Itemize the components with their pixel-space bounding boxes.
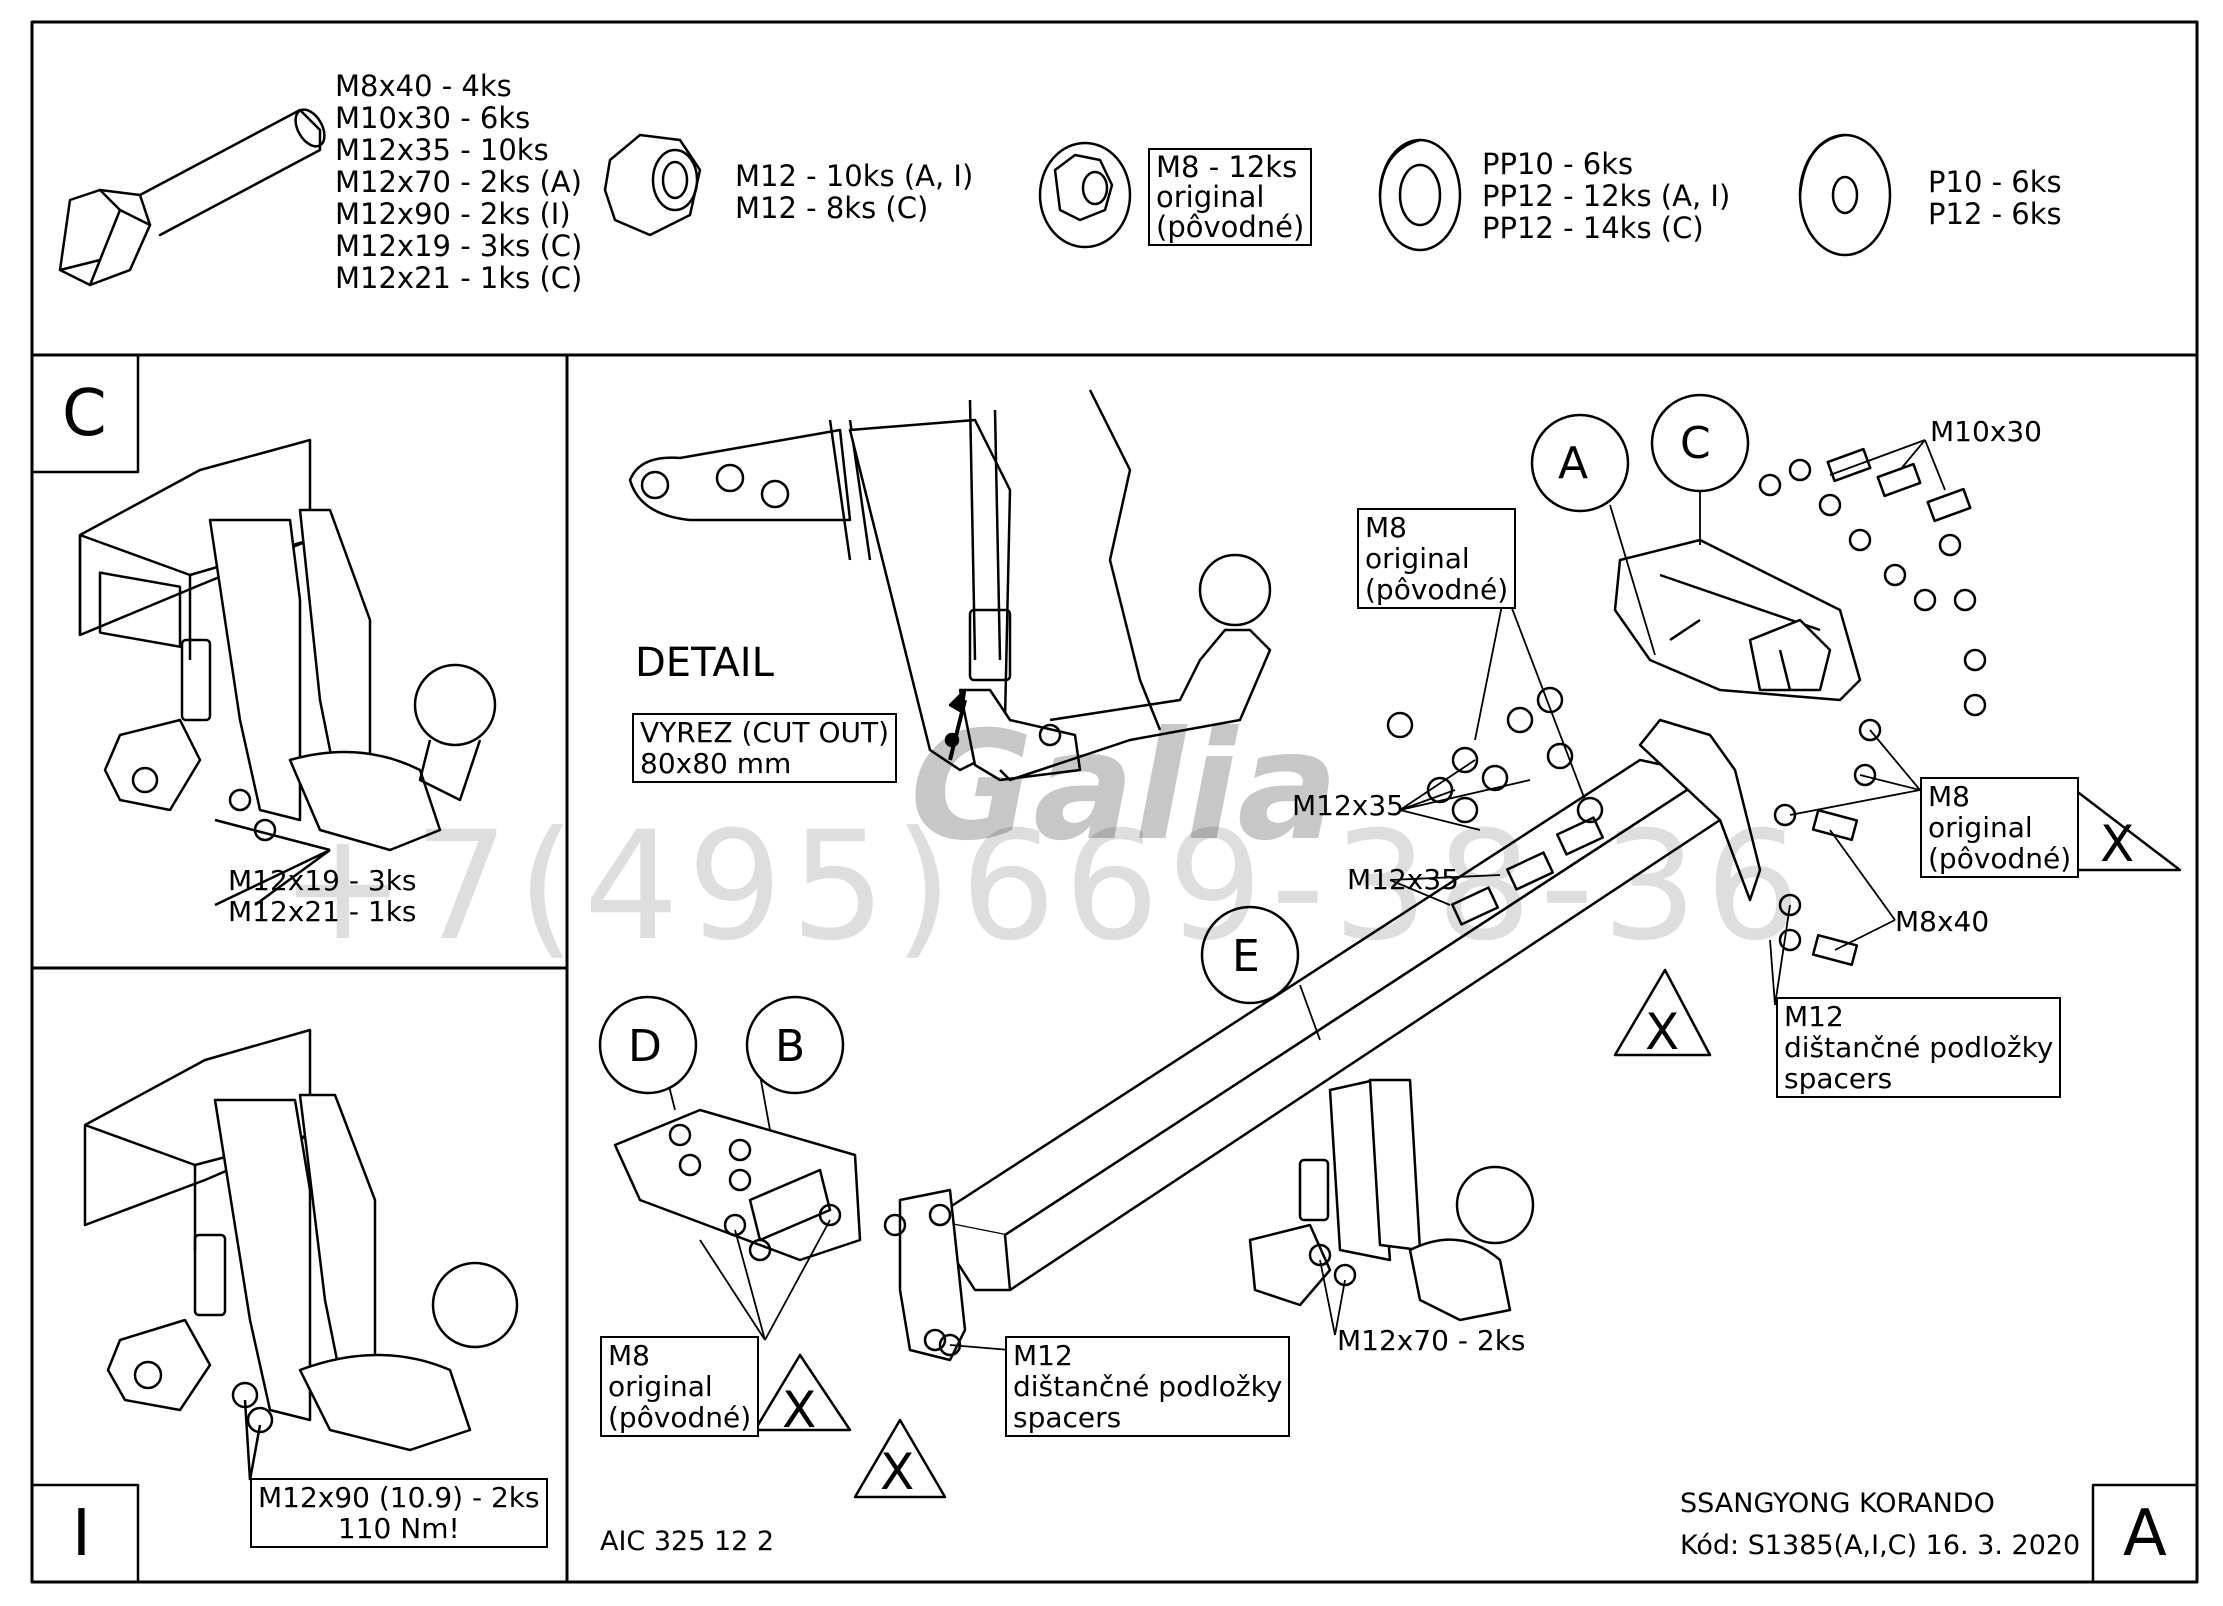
triangle-x-mid xyxy=(1613,968,1712,1057)
callout-c-letter: C xyxy=(1680,418,1711,469)
m8-line: original xyxy=(1365,542,1470,575)
spring-washer-line: PP12 - 14ks (C) xyxy=(1482,211,1704,245)
m8-line: original xyxy=(1928,811,2033,844)
callout-d-letter: D xyxy=(628,1021,662,1072)
spacer-line: spacers xyxy=(1784,1062,1893,1095)
nut-line: M12 - 10ks (A, I) xyxy=(735,159,974,193)
bolt-line: M10x30 - 6ks xyxy=(335,101,531,135)
callout-b-letter: B xyxy=(775,1021,806,1072)
panel-i-drawing xyxy=(83,1028,519,1481)
cutout-box: VYREZ (CUT OUT) 80x80 mm xyxy=(632,713,898,783)
nuts-list: M12 - 10ks (A, I) M12 - 8ks (C) xyxy=(735,160,973,224)
m12x35-label-1: M12x35 xyxy=(1292,789,1404,822)
watermark-phone: +7(495)669-38-36 xyxy=(280,800,1809,974)
x-mark-right: X xyxy=(2100,815,2135,873)
bolt-line: M12x19 - 3ks (C) xyxy=(335,229,583,263)
m12-spacers-left-box: M12 dištančné podložky spacers xyxy=(1005,1336,1291,1437)
m12-spacers-right-box: M12 dištančné podložky spacers xyxy=(1776,997,2062,1098)
drawing-code: Kód: S1385(A,I,C) 16. 3. 2020 xyxy=(1680,1530,2081,1561)
panel-c-label: M12x19 - 3ks xyxy=(228,864,417,897)
bolt-line: M12x35 - 10ks xyxy=(335,133,549,167)
callout-circle-d xyxy=(598,995,698,1095)
callout-circle-b xyxy=(745,995,845,1095)
m8-line: (pôvodné) xyxy=(1365,573,1509,606)
panel-a-letter: A xyxy=(2123,1497,2167,1571)
m12x35-label-2: M12x35 xyxy=(1347,863,1459,896)
triangle-x-left-low xyxy=(753,1353,852,1432)
spring-washer-line: PP10 - 6ks xyxy=(1482,147,1634,181)
hex-bolt-icon xyxy=(58,108,326,287)
bolt-line: M12x21 - 1ks (C) xyxy=(335,261,583,295)
triangle-x-bottom xyxy=(853,1418,947,1499)
m8-line: (pôvodné) xyxy=(608,1401,752,1434)
x-mark-bottom: X xyxy=(880,1443,915,1501)
m8-original-top-box: M8 original (pôvodné) xyxy=(1357,508,1517,609)
flat-washer-line: P10 - 6ks xyxy=(1928,165,2062,199)
cutout-line: VYREZ (CUT OUT) xyxy=(640,716,890,749)
flange-nut-line: (pôvodné) xyxy=(1156,210,1305,244)
watermark-logo: Galia xyxy=(910,700,1339,874)
spring-washer-icon xyxy=(1378,138,1462,252)
callout-a-letter: A xyxy=(1558,438,1589,489)
panel-i-labels-box: M12x90 (10.9) - 2ks 110 Nm! xyxy=(250,1478,548,1548)
leader-lines xyxy=(659,439,1946,1351)
spring-washers-list: PP10 - 6ks PP12 - 12ks (A, I) PP12 - 14k… xyxy=(1482,148,1730,244)
m8-line: M8 xyxy=(1928,780,1970,813)
callout-e-letter: E xyxy=(1232,931,1260,982)
bolt-line: M8x40 - 4ks xyxy=(335,69,512,103)
callout-circle-a xyxy=(1530,413,1630,513)
m8-line: (pôvodné) xyxy=(1928,842,2072,875)
nut-line: M12 - 8ks (C) xyxy=(735,191,929,225)
main-assembly-drawing xyxy=(598,393,2182,1499)
flange-nut-line: M8 - 12ks xyxy=(1156,150,1298,184)
drawing-number: AIC 325 12 2 xyxy=(600,1526,775,1557)
callout-circle-e xyxy=(1200,905,1300,1005)
panel-a-letter-box xyxy=(2091,1483,2199,1584)
bolt-line: M12x90 - 2ks (I) xyxy=(335,197,571,231)
spacer-line: spacers xyxy=(1013,1401,1122,1434)
spacer-line: dištančné podložky xyxy=(1784,1031,2054,1064)
m8-line: original xyxy=(608,1370,713,1403)
m10x30-label: M10x30 xyxy=(1930,415,2042,448)
flat-washers-list: P10 - 6ks P12 - 6ks xyxy=(1928,166,2062,230)
bolts-list: M8x40 - 4ks M10x30 - 6ks M12x35 - 10ks M… xyxy=(335,70,582,294)
spring-washer-line: PP12 - 12ks (A, I) xyxy=(1482,179,1731,213)
bolt-set-icon xyxy=(668,447,1987,1357)
panel-i-label: M12x90 (10.9) - 2ks xyxy=(258,1481,540,1514)
m8x40-label: M8x40 xyxy=(1895,905,1990,938)
detail-title: DETAIL xyxy=(635,640,774,686)
panel-i-letter: I xyxy=(72,1497,91,1571)
bolt-line: M12x70 - 2ks (A) xyxy=(335,165,582,199)
detail-drawing xyxy=(628,389,1272,782)
flat-washer-line: P12 - 6ks xyxy=(1928,197,2062,231)
vehicle-name: SSANGYONG KORANDO xyxy=(1680,1488,1995,1519)
x-mark-left: X xyxy=(782,1381,817,1439)
panel-i-letter-box xyxy=(30,1483,140,1584)
outer-frame xyxy=(30,20,2199,1584)
m8-line: M8 xyxy=(1365,511,1407,544)
flange-nuts-box: M8 - 12ks original (pôvodné) xyxy=(1148,148,1313,246)
flange-nut-line: original xyxy=(1156,180,1265,214)
spacer-line: dištančné podložky xyxy=(1013,1370,1283,1403)
cutout-line: 80x80 mm xyxy=(640,747,792,780)
hex-nut-icon xyxy=(603,133,702,237)
m8-original-right-box: M8 original (pôvodné) xyxy=(1920,777,2080,878)
m8-line: M8 xyxy=(608,1339,650,1372)
spacer-line: M12 xyxy=(1784,1000,1844,1033)
m8-original-left-box: M8 original (pôvodné) xyxy=(600,1336,760,1437)
panel-c-label: M12x21 - 1ks xyxy=(228,895,417,928)
flat-washer-icon xyxy=(1798,133,1892,257)
flange-nut-icon xyxy=(1038,141,1132,249)
panel-c-letter-box xyxy=(30,353,140,474)
panel-c-drawing xyxy=(78,438,497,907)
panel-c-letter: C xyxy=(62,377,107,451)
x-mark-mid: X xyxy=(1645,1003,1680,1061)
m12x70-label: M12x70 - 2ks xyxy=(1337,1324,1526,1357)
spacer-line: M12 xyxy=(1013,1339,1073,1372)
panel-c-labels: M12x19 - 3ks M12x21 - 1ks xyxy=(228,865,417,927)
callout-circle-c xyxy=(1650,393,1750,493)
panel-i-label: 110 Nm! xyxy=(337,1512,460,1545)
